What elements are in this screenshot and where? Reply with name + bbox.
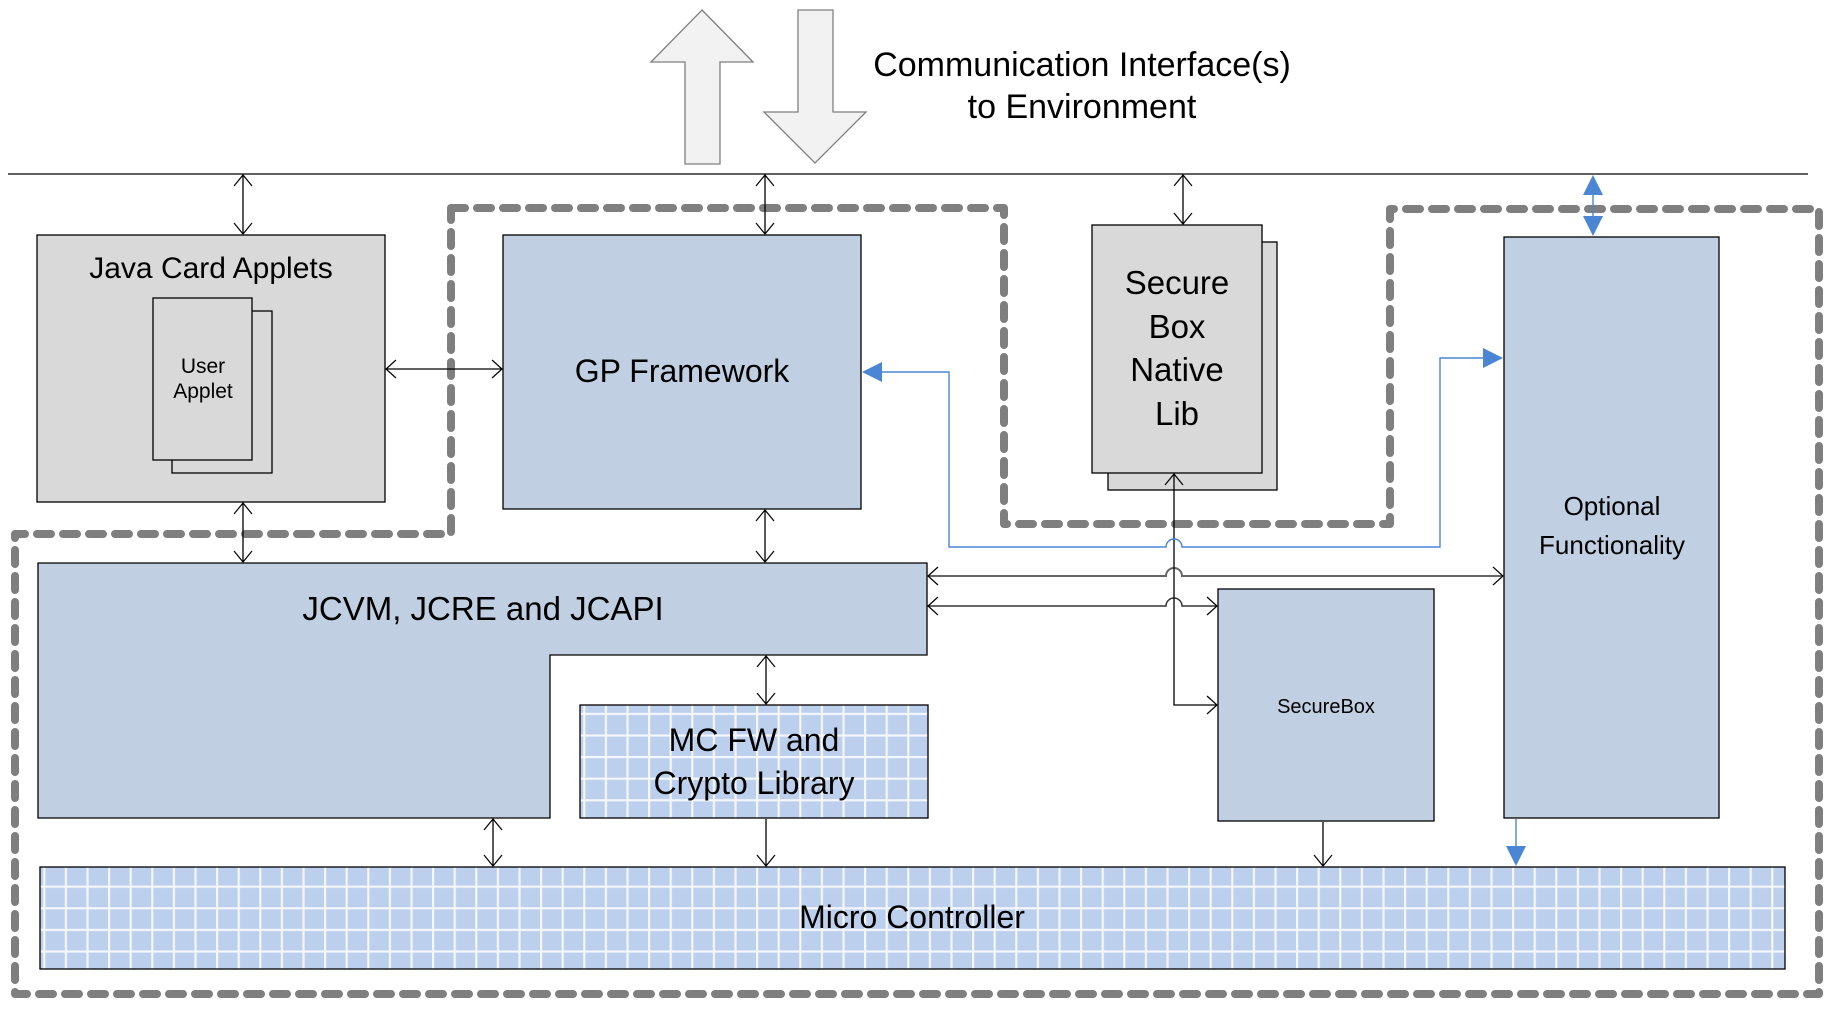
connector-jcvm-mcfw (756, 655, 776, 705)
micro-controller-box[interactable]: Micro Controller (39, 866, 1786, 970)
user-applet-line2: Applet (173, 380, 233, 403)
optional-functionality-line1: Optional (1564, 491, 1661, 521)
connector-bus-gp (755, 174, 775, 235)
sbnl-line2: Box (1149, 308, 1206, 345)
connector-jca-gp (385, 359, 503, 379)
securebox-title: SecureBox (1277, 696, 1375, 718)
optional-functionality-box[interactable]: Optional Functionality (1503, 236, 1720, 819)
connector-bus-optional (1583, 175, 1603, 236)
sbnl-line3: Native (1130, 351, 1224, 388)
interface-label-line1: Communication Interface(s) (873, 46, 1291, 84)
optional-functionality-line2: Functionality (1539, 530, 1685, 560)
interface-label-line2: to Environment (968, 88, 1197, 126)
mc-fw-crypto-library-box[interactable]: MC FW and Crypto Library (579, 704, 929, 819)
user-applet-box[interactable]: User Applet (152, 297, 273, 474)
connector-optional-mc (1506, 819, 1526, 866)
secure-box-native-lib-box[interactable]: Secure Box Native Lib (1091, 224, 1278, 491)
connector-securebox-mc (1313, 822, 1333, 867)
uplink-arrow-icon (649, 9, 755, 165)
connector-gp-jcvm (755, 509, 775, 563)
connector-mcfw-mc (756, 819, 776, 867)
jcvm-jcre-jcapi-box[interactable]: JCVM, JCRE and JCAPI (37, 562, 928, 819)
downlink-arrow-icon (762, 9, 868, 164)
mc-fw-line2: Crypto Library (654, 765, 855, 801)
gp-framework-box[interactable]: GP Framework (502, 234, 862, 510)
sbnl-line4: Lib (1155, 395, 1199, 432)
connector-optional-links-blue (862, 348, 1503, 548)
jcvm-title: JCVM, JCRE and JCAPI (302, 590, 663, 627)
user-applet-line1: User (181, 355, 225, 378)
mc-fw-line1: MC FW and (669, 722, 840, 758)
connector-jca-jcvm (233, 502, 253, 563)
connector-jcvm-optional (927, 566, 1504, 586)
connector-bus-sbnl (1173, 174, 1193, 225)
micro-controller-title: Micro Controller (799, 899, 1025, 935)
securebox-box[interactable]: SecureBox (1217, 588, 1435, 822)
sbnl-line1: Secure (1125, 264, 1230, 301)
connector-bus-jca (233, 174, 253, 235)
connector-jcvm-mc (483, 818, 503, 867)
security-boundary-main (11, 204, 1823, 998)
gp-framework-title: GP Framework (575, 353, 791, 389)
connector-sbnl-securebox (1164, 473, 1218, 715)
java-card-applets-title: Java Card Applets (89, 252, 332, 285)
